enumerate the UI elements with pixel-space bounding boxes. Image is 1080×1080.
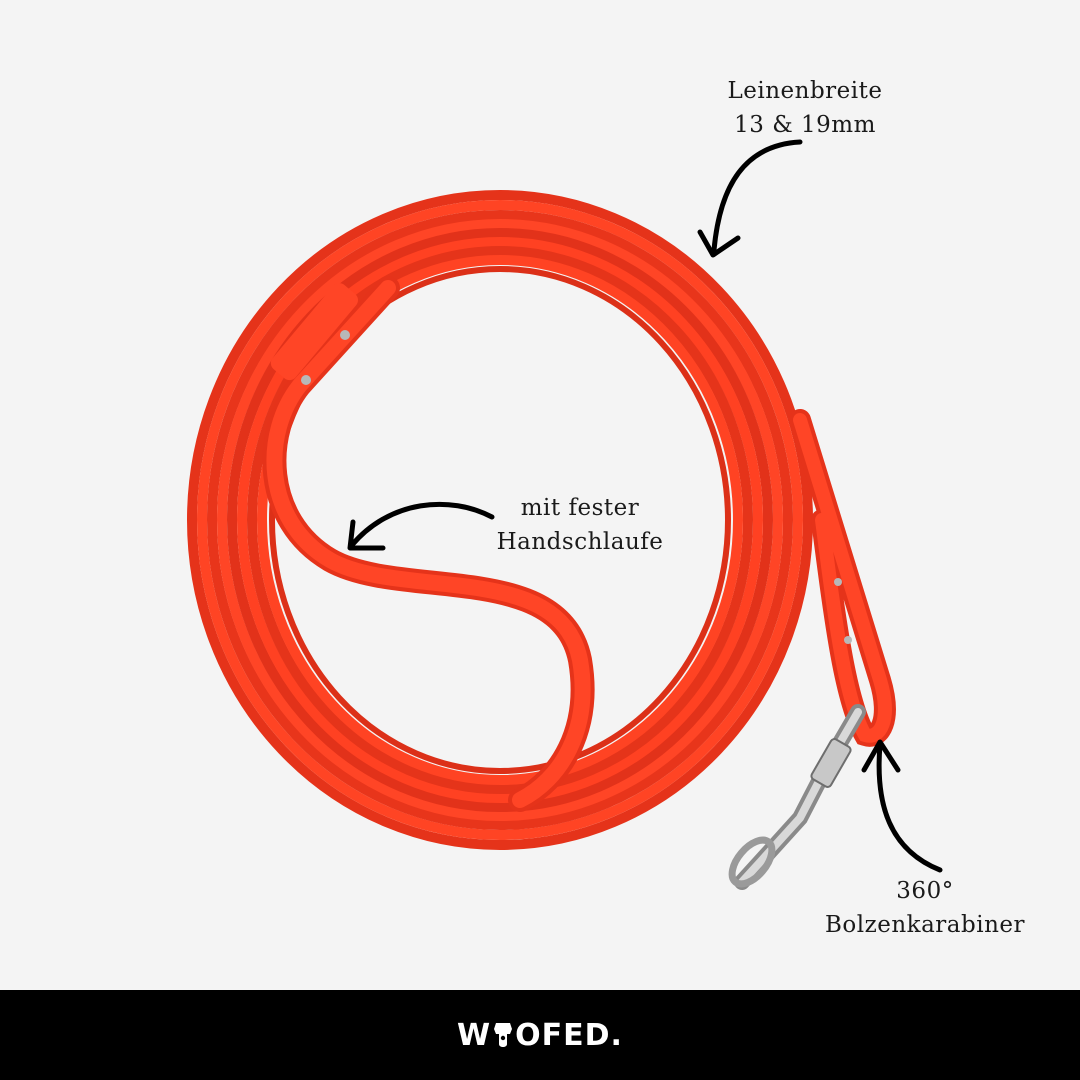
brand-suffix: OFED. [515,1017,623,1053]
leash-illustration [187,139,943,890]
carabiner-line2: Bolzenkarabiner [824,912,1025,938]
leash-width-annotation: Leinenbreite 13 & 19mm [700,74,910,142]
arrow-handle-icon [347,501,495,551]
leash-width-title: Leinenbreite [727,78,883,104]
hand-loop-line2: Handschlaufe [496,529,664,555]
leash-tail [789,409,896,747]
carabiner-line1: 360° [896,878,954,904]
brand-prefix: W [457,1017,492,1053]
hand-loop-annotation: mit fester Handschlaufe [480,491,680,559]
arrow-carabiner-icon [861,739,943,873]
carabiner [728,704,866,890]
leash-coil [187,190,813,850]
dog-head-icon [494,1023,513,1047]
hand-loop-line1: mit fester [520,495,640,521]
hand-loop [262,276,595,812]
leash-width-value: 13 & 19mm [734,112,876,138]
brand-logo: W OFED. [457,1018,623,1053]
arrow-width-icon [697,139,803,258]
carabiner-annotation: 360° Bolzenkarabiner [800,874,1050,942]
product-stage: Leinenbreite 13 & 19mm mit fester Handsc… [187,74,1050,942]
brand-footer: W OFED. [0,990,1080,1080]
